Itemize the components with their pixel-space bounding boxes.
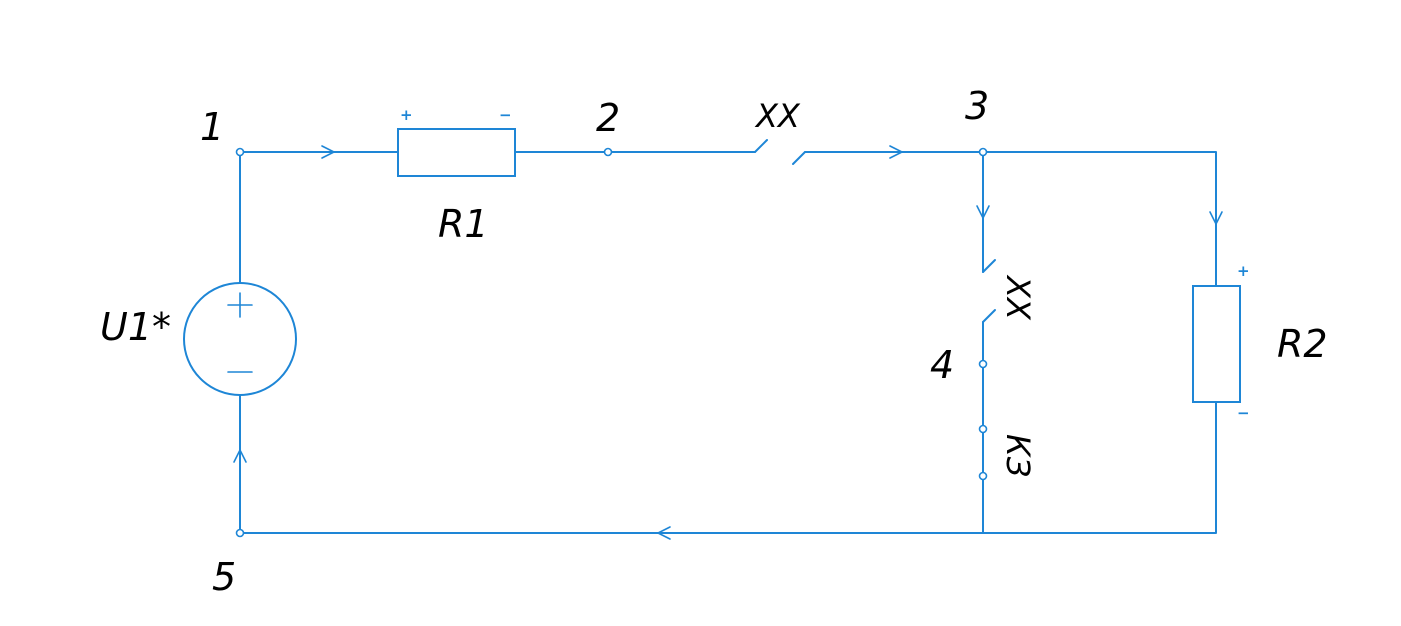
node-4-dot	[978, 359, 988, 369]
switch-mid	[982, 259, 996, 323]
wire-r2-bottom	[239, 401, 1217, 534]
nodes	[235, 147, 988, 538]
voltage-source	[183, 282, 297, 396]
source-label: U1*	[100, 305, 171, 349]
node-3-label: 3	[965, 84, 989, 128]
resistor-r1-icon	[397, 128, 516, 177]
node-2-dot	[603, 147, 613, 157]
arrow-right-icon	[889, 145, 904, 159]
switch-mid-label: XX	[999, 274, 1037, 321]
node-1-label: 1	[200, 105, 224, 149]
arrow-left-icon	[656, 526, 671, 540]
resistor-r2-icon	[1192, 285, 1241, 403]
r1-plus-sign: +	[400, 106, 413, 124]
arrow-down-icon	[1209, 211, 1223, 226]
short-terminal-dot	[978, 471, 988, 481]
labels: 1 2 3 4 5 U1* R1 R2 XX XX КЗ	[100, 84, 1328, 599]
switch-contact-icon	[754, 139, 768, 153]
node-3-dot	[978, 147, 988, 157]
r1-minus-sign: −	[499, 106, 512, 124]
wire-node3-r2	[982, 151, 1217, 287]
arrow-up-icon	[233, 448, 247, 463]
short-terminal-dot	[978, 424, 988, 434]
node-1-dot	[235, 147, 245, 157]
current-arrows	[233, 145, 1223, 540]
arrow-down-icon	[976, 205, 990, 220]
r2-plus-sign: +	[1237, 262, 1250, 280]
switch-top-label: XX	[754, 97, 801, 135]
wires	[239, 151, 1217, 534]
node-5-label: 5	[212, 555, 236, 599]
r2-minus-sign: −	[1237, 404, 1250, 422]
switch-contact-icon	[982, 309, 996, 323]
node-2-label: 2	[596, 96, 620, 140]
resistor-r2: + −	[1192, 262, 1250, 422]
switch-contact-icon	[982, 259, 996, 273]
r2-label: R2	[1277, 322, 1328, 366]
r1-label: R1	[438, 202, 489, 246]
node-5-dot	[235, 528, 245, 538]
arrow-right-icon	[321, 145, 336, 159]
switch-contact-icon	[792, 151, 806, 165]
short-circuit-label: КЗ	[999, 434, 1037, 477]
resistor-r1: + −	[397, 106, 516, 177]
node-4-label: 4	[930, 343, 954, 387]
voltage-source-icon	[183, 282, 297, 396]
switch-top	[754, 139, 806, 165]
